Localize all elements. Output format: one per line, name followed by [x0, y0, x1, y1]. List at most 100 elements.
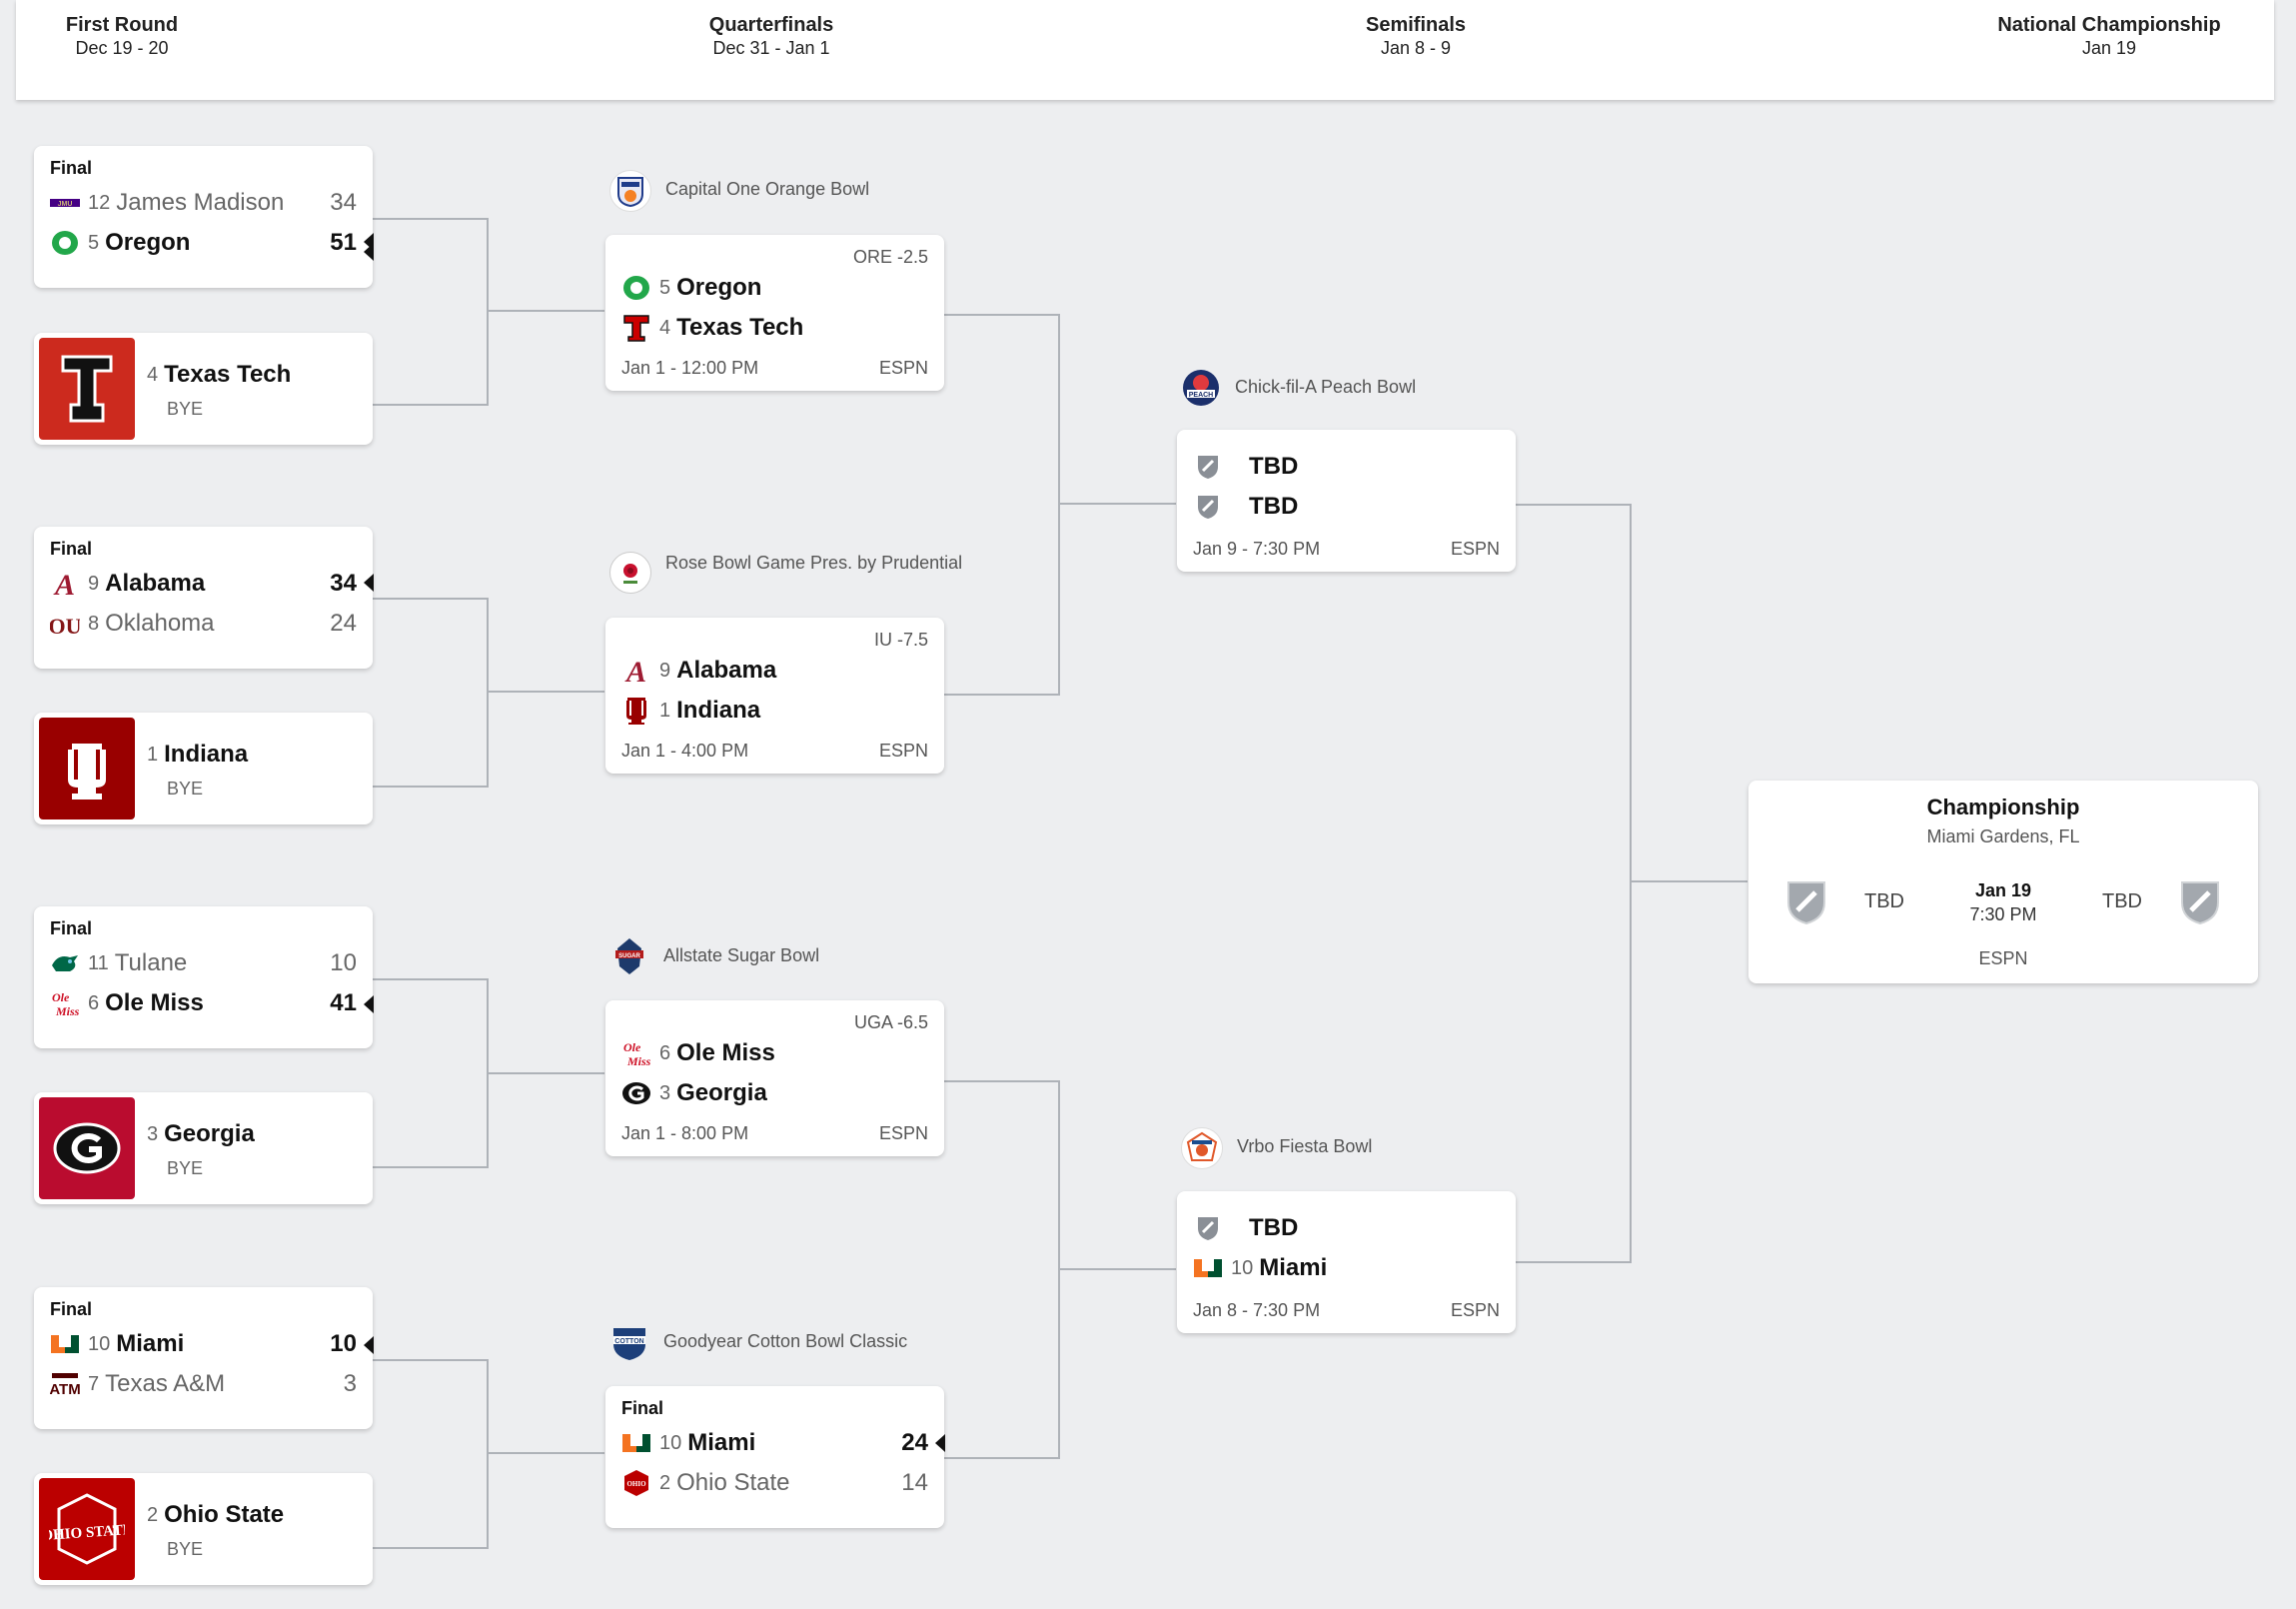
orange-bowl-logo-icon — [609, 170, 651, 212]
bowl-name: Vrbo Fiesta Bowl — [1237, 1136, 1373, 1156]
team-name: Miami — [1259, 1254, 1328, 1281]
bye-card-ohio-state[interactable]: OHIO STATE 2 Ohio State BYE — [34, 1473, 373, 1585]
bracket-connector — [1058, 503, 1176, 505]
game-odds: IU -7.5 — [873, 630, 928, 650]
round-semifinals: Semifinals Jan 8 - 9 — [1366, 14, 1466, 59]
first-round-game-4[interactable]: Final 10 Miami 10 ATM 7 Texas A&M 3 — [34, 1287, 373, 1429]
team-row[interactable]: OU 8 Oklahoma 24 — [50, 607, 357, 641]
tbd-shield-icon — [2178, 878, 2222, 931]
team-score: 34 — [330, 570, 357, 597]
team-row[interactable]: 5 Oregon — [621, 271, 928, 305]
team-name: Georgia — [676, 1079, 767, 1106]
game-network: ESPN — [878, 358, 928, 378]
rose-bowl-logo-icon — [609, 552, 651, 594]
semifinal-game-1[interactable]: TBD TBD Jan 9 - 7:30 PM ESPN — [1177, 430, 1516, 572]
team-seed: 3 — [659, 1081, 671, 1104]
texas-tech-logo-icon — [621, 313, 651, 343]
team-seed: 4 — [147, 363, 159, 386]
team-row[interactable]: 10 Miami 24 — [621, 1426, 928, 1460]
quarterfinal-game-4[interactable]: Final 10 Miami 24 OHIO 2 Ohio State 14 — [605, 1386, 944, 1528]
winner-arrow-icon — [364, 1336, 374, 1354]
bye-label: BYE — [167, 779, 204, 799]
team-score: 34 — [330, 189, 357, 216]
svg-text:Miss: Miss — [626, 1054, 651, 1068]
team-score: 41 — [330, 989, 357, 1016]
round-dates: Jan 19 — [2081, 38, 2137, 58]
team-seed: 10 — [1231, 1256, 1254, 1279]
game-date: Jan 1 - 12:00 PM — [621, 358, 759, 378]
bye-card-indiana[interactable]: 1 Indiana BYE — [34, 713, 373, 824]
team-row[interactable]: A 9 Alabama 34 — [50, 567, 357, 601]
round-national-championship: National Championship Jan 19 — [1997, 14, 2220, 59]
team-row[interactable]: A 9 Alabama — [621, 654, 928, 688]
first-round-game-1[interactable]: Final JMU 12 James Madison 34 5 Oregon 5… — [34, 146, 374, 288]
svg-text:A: A — [624, 656, 646, 686]
team-score: 10 — [330, 1330, 357, 1357]
bracket-connector — [487, 1452, 604, 1454]
team-row[interactable]: 11 Tulane 10 — [50, 946, 357, 980]
game-date: Jan 1 - 8:00 PM — [621, 1123, 749, 1143]
winner-arrow-icon — [364, 574, 374, 592]
team-row[interactable]: TBD — [1193, 490, 1500, 524]
bowl-header-orange: Capital One Orange Bowl — [609, 170, 869, 212]
first-round-game-2[interactable]: Final A 9 Alabama 34 OU 8 Oklahoma 24 — [34, 527, 373, 669]
round-name: Quarterfinals — [708, 14, 834, 36]
indiana-logo-icon — [39, 718, 135, 819]
alabama-logo-icon: A — [50, 569, 80, 599]
game-network: ESPN — [878, 1123, 928, 1143]
miami-logo-icon — [621, 1428, 651, 1458]
bowl-header-fiesta: Vrbo Fiesta Bowl — [1181, 1127, 1372, 1169]
ohio-state-logo-icon: OHIO — [621, 1468, 651, 1498]
bye-card-georgia[interactable]: 3 Georgia BYE — [34, 1092, 373, 1204]
team-name: Oklahoma — [105, 610, 215, 637]
team-seed: 7 — [88, 1372, 100, 1395]
game-status: Final — [50, 1299, 93, 1319]
game-status: Final — [50, 539, 93, 559]
team-seed: 5 — [88, 231, 100, 254]
team-row[interactable]: TBD — [1193, 1211, 1500, 1245]
team-row[interactable]: 3 Georgia — [621, 1076, 928, 1110]
round-dates: Jan 8 - 9 — [1380, 38, 1452, 58]
indiana-logo-icon — [621, 696, 651, 726]
team-name: Alabama — [676, 657, 777, 684]
round-dates: Dec 31 - Jan 1 — [712, 38, 830, 58]
semifinal-game-2[interactable]: TBD 10 Miami Jan 8 - 7:30 PM ESPN — [1177, 1191, 1516, 1333]
team-name: TBD — [1249, 1214, 1299, 1241]
team-row[interactable]: 1 Indiana — [621, 694, 928, 728]
team-row[interactable]: TBD — [1193, 450, 1500, 484]
championship-time: 7:30 PM — [1969, 904, 2037, 924]
quarterfinal-game-2[interactable]: IU -7.5 A 9 Alabama 1 Indiana Jan 1 - 4:… — [605, 618, 944, 774]
team-seed: 12 — [88, 191, 111, 214]
team-row[interactable]: 10 Miami — [1193, 1251, 1500, 1285]
team-row[interactable]: 5 Oregon 51 — [50, 226, 357, 260]
round-quarterfinals: Quarterfinals Dec 31 - Jan 1 — [709, 14, 833, 59]
quarterfinal-game-1[interactable]: ORE -2.5 5 Oregon 4 Texas Tech Jan 1 - 1… — [605, 235, 944, 391]
team-row[interactable]: 10 Miami 10 — [50, 1327, 357, 1361]
team-row[interactable]: ATM 7 Texas A&M 3 — [50, 1367, 357, 1401]
championship-location: Miami Gardens, FL — [1926, 826, 2080, 846]
team-name: Indiana — [164, 741, 249, 768]
bye-card-texas-tech[interactable]: 4 Texas Tech BYE — [34, 333, 373, 445]
tbd-shield-icon — [1193, 1213, 1223, 1243]
team-row[interactable]: OHIO 2 Ohio State 14 — [621, 1466, 928, 1500]
team-score: 24 — [901, 1429, 928, 1456]
team-row[interactable]: 4 Texas Tech — [621, 311, 928, 345]
team-row: 4 Texas Tech — [147, 361, 291, 389]
round-first-round: First Round Dec 19 - 20 — [66, 14, 178, 59]
svg-text:ATM: ATM — [50, 1381, 80, 1397]
svg-text:OHIO STATE: OHIO STATE — [49, 1522, 125, 1544]
ohio-state-logo-icon: OHIO STATE — [39, 1478, 135, 1580]
winner-arrow-icon — [364, 233, 374, 251]
team-score: 51 — [330, 229, 357, 256]
team-row[interactable]: JMU 12 James Madison 34 — [50, 186, 357, 220]
game-date: Jan 8 - 7:30 PM — [1193, 1300, 1321, 1320]
championship-game[interactable]: Championship Miami Gardens, FL TBD Jan 1… — [1748, 781, 2258, 983]
team-score: 14 — [901, 1469, 928, 1496]
team-name: Oregon — [105, 229, 191, 256]
game-status: Final — [50, 918, 93, 938]
